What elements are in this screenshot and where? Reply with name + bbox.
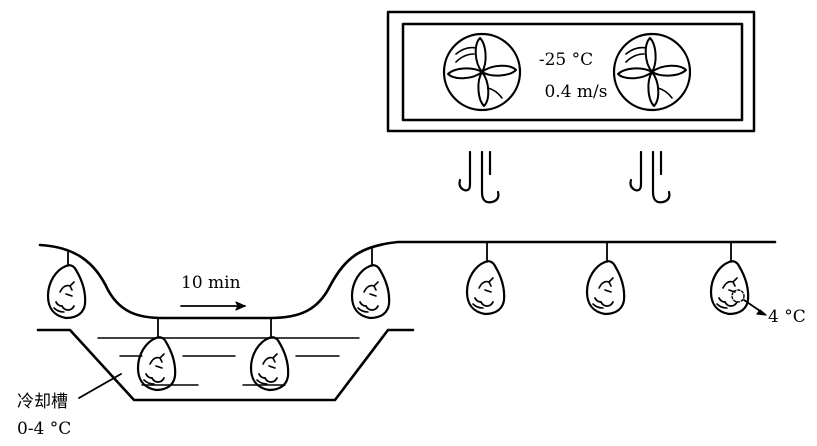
carcass-icon [136, 336, 177, 392]
carcass-icon [350, 264, 391, 320]
fan-housing-inner [401, 22, 744, 122]
time-label: 10 min [181, 273, 241, 293]
fan-icon [612, 32, 692, 112]
airflow-icon [458, 150, 500, 204]
fan-icon [442, 32, 522, 112]
conveyor-rail [38, 240, 777, 320]
tank-pointer-line [78, 373, 122, 399]
tank-temperature-label: 0-4 °C [17, 419, 71, 439]
fan-housing-outer [386, 10, 756, 133]
carcass-icon [465, 260, 506, 316]
carcass-icon [709, 260, 750, 316]
carcass-icon [585, 260, 626, 316]
cooling-tank [36, 328, 415, 402]
probe-point [731, 289, 745, 303]
final-temperature-label: 4 °C [768, 307, 806, 327]
tank-name-label: 冷却槽 [17, 392, 68, 412]
carcass-icon [249, 336, 290, 392]
fan-temperature-label: -25 °C [539, 50, 593, 70]
carcass-icon [46, 264, 87, 320]
airflow-icon [629, 150, 671, 204]
air-speed-label: 0.4 m/s [544, 82, 607, 102]
